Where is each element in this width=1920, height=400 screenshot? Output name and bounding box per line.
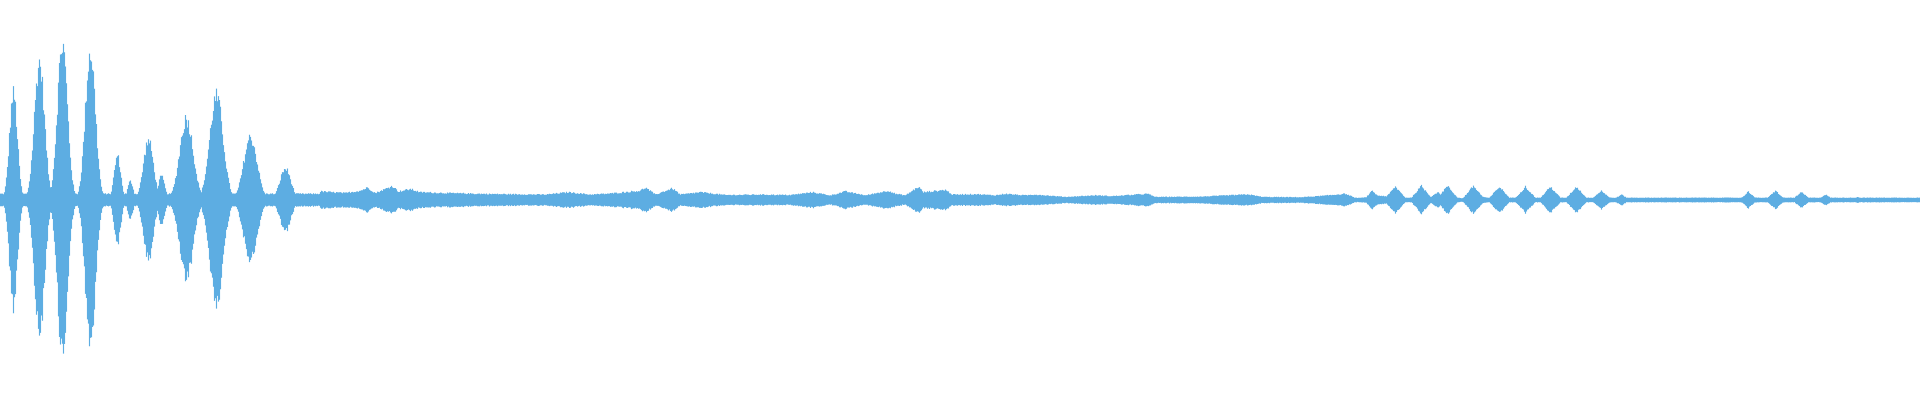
waveform-view[interactable] — [0, 0, 1920, 400]
waveform-svg[interactable] — [0, 0, 1920, 400]
